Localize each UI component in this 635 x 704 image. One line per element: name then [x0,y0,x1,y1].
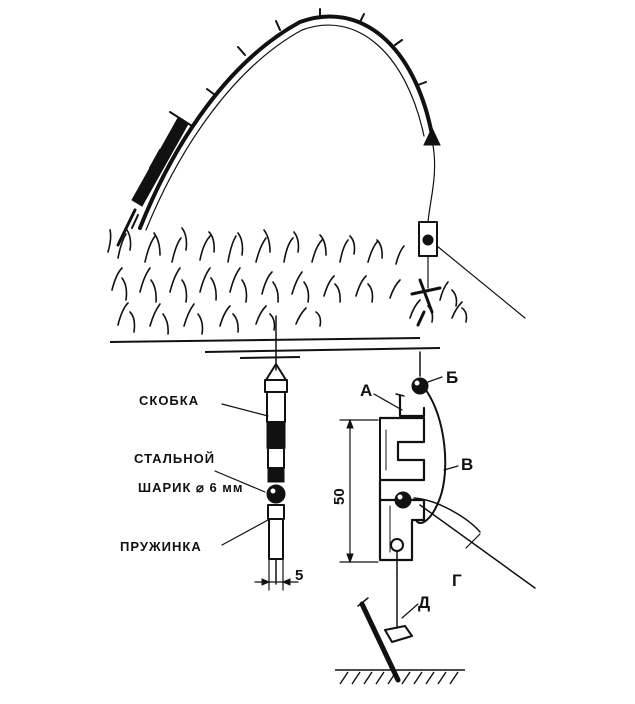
line-g [419,504,536,589]
holder-stick [357,573,419,683]
spring-v [415,389,447,525]
label-sharik: ШАРИК ⌀ 6 мм [138,480,244,495]
dimension-width [254,559,299,591]
dimension-height [339,418,379,564]
rod-handle [116,111,193,247]
label-letter-a: А [360,381,372,400]
label-letter-v: В [461,455,473,474]
ground [335,669,465,685]
rod-guides [206,8,427,96]
grass-bank [107,227,468,335]
label-letter-b: Б [446,368,458,387]
label-letter-g: Г [452,571,462,590]
steel-ball [266,484,286,504]
label-stalnoy: СТАЛЬНОЙ [134,451,215,466]
tube-assembly [214,315,299,591]
ball-b [411,377,429,395]
rod-scene [107,8,526,359]
clip-mechanism [335,351,536,685]
rod-tip-bell [423,126,441,146]
label-dim-width: 5 [295,567,303,584]
label-dim-height: 50 [331,488,348,505]
label-skobka: СКОБКА [139,393,199,408]
label-pruzhinka: ПРУЖИНКА [120,539,202,554]
labels: СКОБКА СТАЛЬНОЙ ШАРИК ⌀ 6 мм ПРУЖИНКА 5 … [120,368,473,612]
water-line [109,337,441,359]
label-letter-d: Д [418,593,430,612]
scene-alarm [418,221,526,319]
